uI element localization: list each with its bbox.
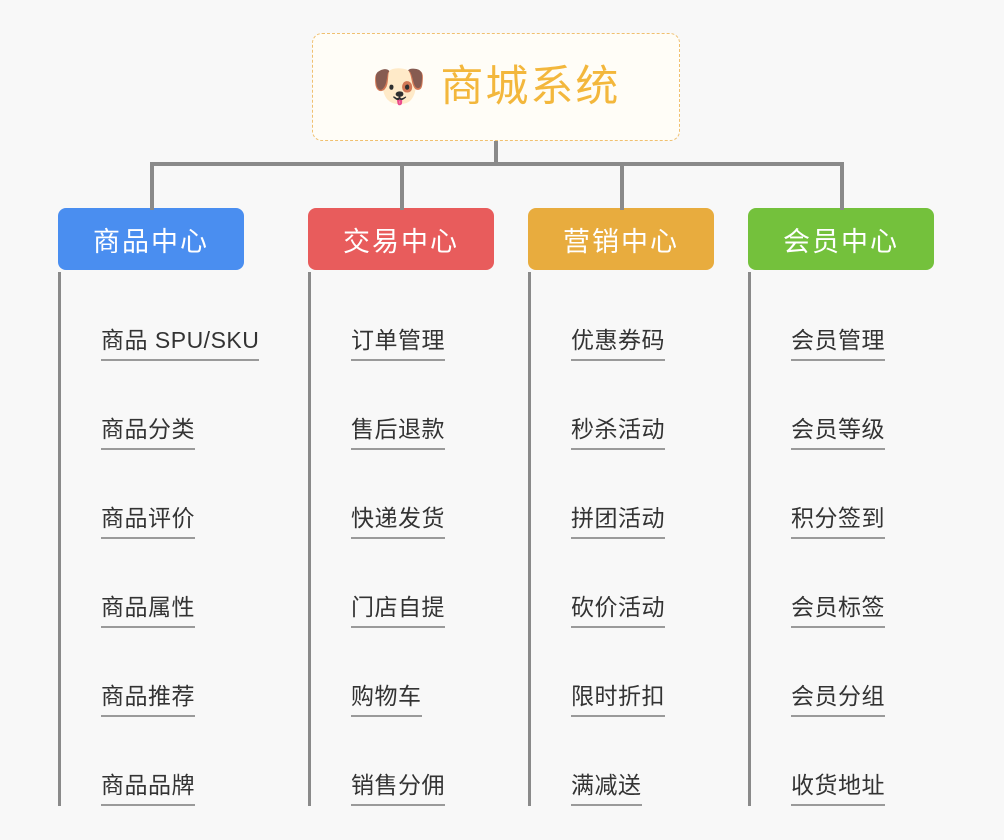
leaf-item[interactable]: 会员管理: [765, 272, 968, 361]
leaf-item[interactable]: 拼团活动: [545, 450, 748, 539]
column-trade-center: 交易中心订单管理售后退款快递发货门店自提购物车销售分佣: [308, 208, 528, 806]
leaf-item-label: 满减送: [571, 772, 642, 806]
leaf-item[interactable]: 秒杀活动: [545, 361, 748, 450]
leaf-item[interactable]: 商品评价: [75, 450, 278, 539]
leaf-item[interactable]: 限时折扣: [545, 628, 748, 717]
leaf-item-label: 订单管理: [351, 327, 445, 361]
root-title: 商城系统: [440, 62, 621, 111]
category-label: 营销中心: [563, 226, 679, 257]
leaf-item[interactable]: 会员标签: [765, 539, 968, 628]
leaf-item-label: 商品属性: [101, 594, 195, 628]
leaf-item-label: 快递发货: [351, 505, 445, 539]
leaf-item[interactable]: 收货地址: [765, 717, 968, 806]
leaf-item-label: 拼团活动: [571, 505, 665, 539]
leaf-item-label: 门店自提: [351, 594, 445, 628]
leaf-list-product-center: 商品 SPU/SKU 商品分类商品评价商品属性商品推荐商品品牌: [58, 272, 278, 806]
leaf-item-label: 商品分类: [101, 416, 195, 450]
leaf-item[interactable]: 商品 SPU/SKU: [75, 272, 278, 361]
category-box-trade-center[interactable]: 交易中心: [308, 208, 494, 270]
leaf-item-label: 商品评价: [101, 505, 195, 539]
category-label: 商品中心: [93, 226, 209, 257]
leaf-item-label: 售后退款: [351, 416, 445, 450]
leaf-item-label: 优惠券码: [571, 327, 665, 361]
root-node[interactable]: 🐶 商城系统: [312, 33, 680, 141]
category-box-product-center[interactable]: 商品中心: [58, 208, 244, 270]
category-box-member-center[interactable]: 会员中心: [748, 208, 934, 270]
leaf-item[interactable]: 满减送: [545, 717, 748, 806]
connector-stem: [494, 141, 498, 164]
shiba-dog-face-icon: 🐶: [371, 62, 427, 111]
leaf-item[interactable]: 积分签到: [765, 450, 968, 539]
leaf-item[interactable]: 商品属性: [75, 539, 278, 628]
leaf-item[interactable]: 售后退款: [325, 361, 528, 450]
leaf-item[interactable]: 门店自提: [325, 539, 528, 628]
leaf-item[interactable]: 快递发货: [325, 450, 528, 539]
leaf-item-label: 砍价活动: [571, 594, 665, 628]
leaf-list-member-center: 会员管理会员等级积分签到会员标签会员分组收货地址: [748, 272, 968, 806]
leaf-item-label: 商品品牌: [101, 772, 195, 806]
leaf-item-label: 秒杀活动: [571, 416, 665, 450]
column-product-center: 商品中心商品 SPU/SKU 商品分类商品评价商品属性商品推荐商品品牌: [58, 208, 278, 806]
leaf-item-label: 销售分佣: [351, 772, 445, 806]
leaf-item-label: 会员等级: [791, 416, 885, 450]
leaf-item-label: 会员管理: [791, 327, 885, 361]
leaf-item-label: 会员标签: [791, 594, 885, 628]
category-label: 交易中心: [343, 226, 459, 257]
leaf-item-label: 商品推荐: [101, 683, 195, 717]
leaf-item-label: 商品 SPU/SKU: [101, 327, 260, 361]
leaf-item[interactable]: 商品分类: [75, 361, 278, 450]
leaf-list-trade-center: 订单管理售后退款快递发货门店自提购物车销售分佣: [308, 272, 528, 806]
category-label: 会员中心: [783, 226, 899, 257]
leaf-list-marketing-center: 优惠券码秒杀活动拼团活动砍价活动限时折扣满减送: [528, 272, 748, 806]
connector-drop-marketing-center: [620, 162, 624, 210]
leaf-item-label: 收货地址: [791, 772, 885, 806]
leaf-item[interactable]: 会员等级: [765, 361, 968, 450]
leaf-item[interactable]: 商品推荐: [75, 628, 278, 717]
leaf-item-label: 积分签到: [791, 505, 885, 539]
column-marketing-center: 营销中心优惠券码秒杀活动拼团活动砍价活动限时折扣满减送: [528, 208, 748, 806]
leaf-item-label: 会员分组: [791, 683, 885, 717]
column-member-center: 会员中心会员管理会员等级积分签到会员标签会员分组收货地址: [748, 208, 968, 806]
connector-drop-trade-center: [400, 162, 404, 210]
leaf-item[interactable]: 销售分佣: [325, 717, 528, 806]
leaf-item[interactable]: 优惠券码: [545, 272, 748, 361]
leaf-item[interactable]: 会员分组: [765, 628, 968, 717]
category-box-marketing-center[interactable]: 营销中心: [528, 208, 714, 270]
leaf-item[interactable]: 商品品牌: [75, 717, 278, 806]
leaf-item-label: 购物车: [351, 683, 422, 717]
leaf-item[interactable]: 订单管理: [325, 272, 528, 361]
connector-drop-member-center: [840, 162, 844, 210]
connector-drop-product-center: [150, 162, 154, 210]
leaf-item[interactable]: 购物车: [325, 628, 528, 717]
connector-bus: [150, 162, 840, 166]
leaf-item-label: 限时折扣: [571, 683, 665, 717]
leaf-item[interactable]: 砍价活动: [545, 539, 748, 628]
